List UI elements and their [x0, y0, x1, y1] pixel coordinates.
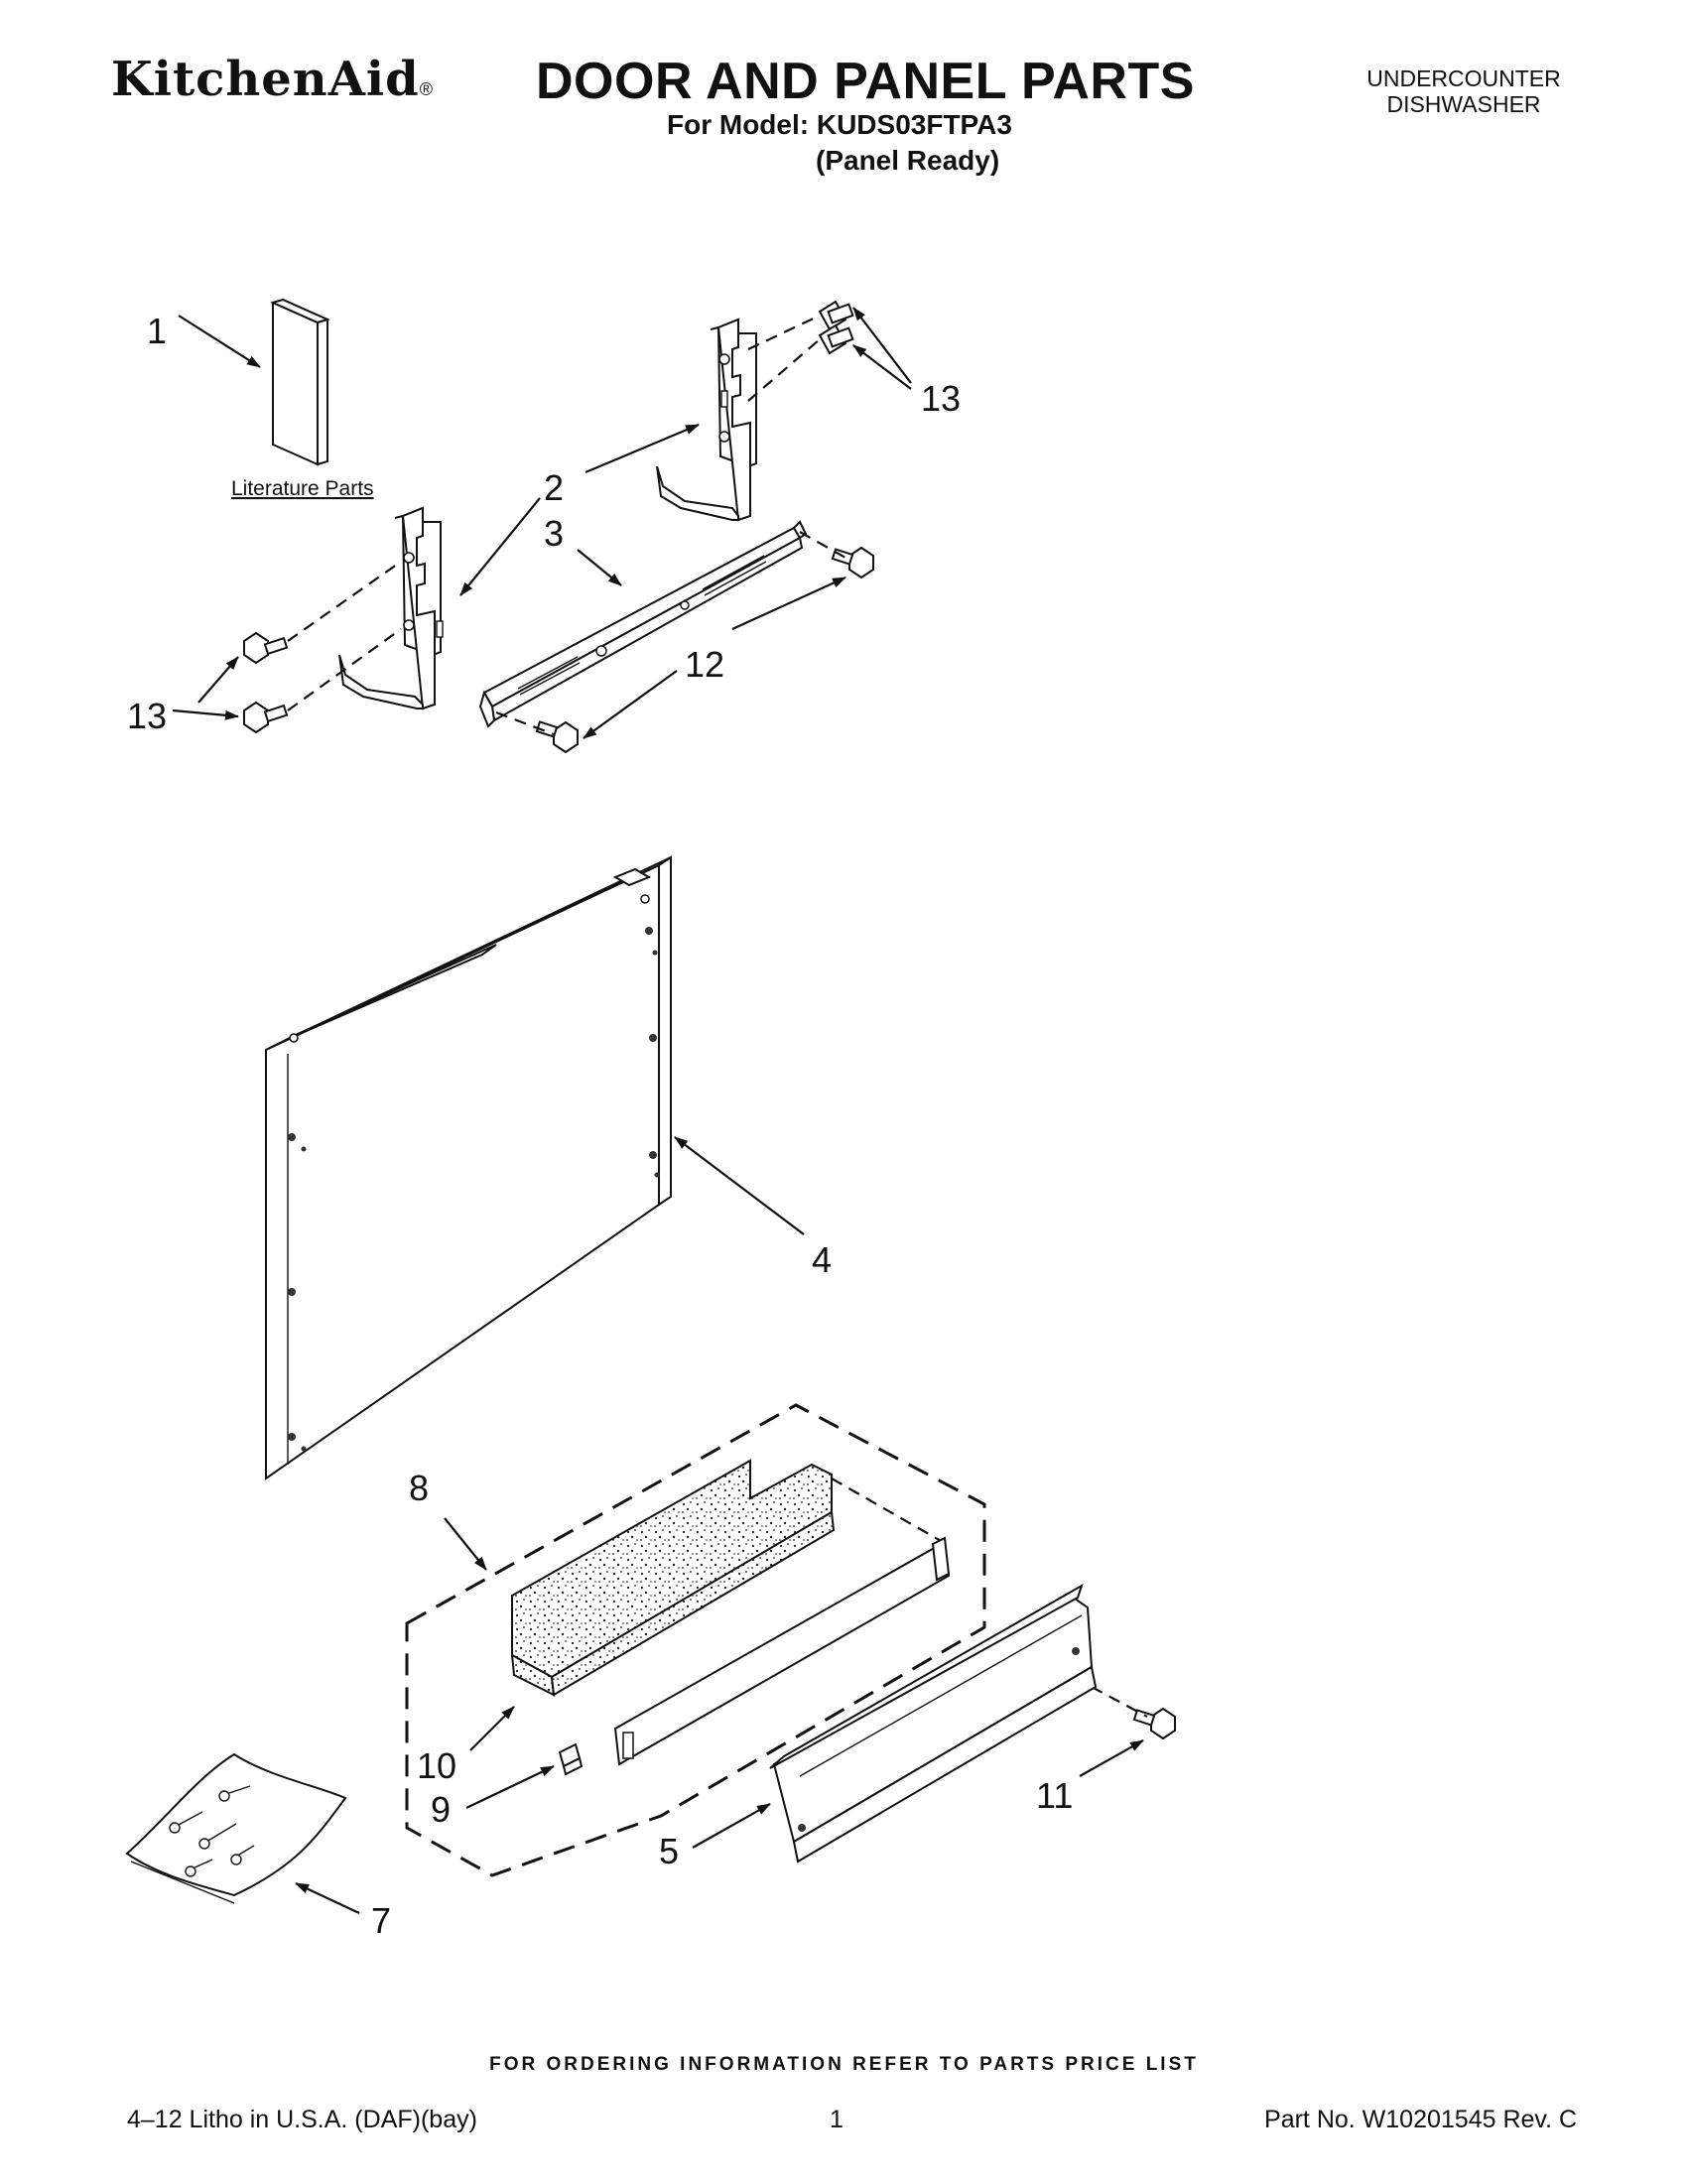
appliance-type: UNDERCOUNTER DISHWASHER [1330, 65, 1598, 117]
screw-12-left [535, 720, 579, 754]
literature-booklet [270, 298, 330, 466]
callout-12: 12 [685, 644, 724, 685]
registered-mark: ® [419, 79, 434, 99]
screw-12-right [831, 546, 874, 579]
hardware-bag [125, 1752, 347, 1904]
door-bracket-right [656, 318, 757, 522]
literature-parts-label: Literature Parts [231, 477, 374, 500]
callout-5: 5 [659, 1831, 679, 1871]
screw-13-mid [818, 323, 854, 355]
callout-4: 4 [812, 1239, 832, 1280]
callout-9: 9 [431, 1789, 451, 1830]
panel-clip [558, 1742, 584, 1776]
panel-strip [613, 1536, 951, 1766]
variant-label: (Panel Ready) [816, 145, 1000, 176]
brand-name: KitchenAid [111, 52, 420, 107]
foam-insulation [510, 1459, 944, 1697]
callout-10: 10 [417, 1745, 456, 1786]
callout-3: 3 [544, 513, 564, 554]
callout-11: 11 [1036, 1775, 1073, 1816]
callout-2: 2 [544, 467, 564, 508]
appliance-line-1: UNDERCOUNTER [1366, 65, 1561, 91]
door-bracket-left [338, 506, 444, 710]
page-number: 1 [830, 2106, 844, 2133]
door-panel [265, 855, 672, 1480]
appliance-line-2: DISHWASHER [1386, 91, 1541, 117]
callout-8: 8 [409, 1468, 429, 1508]
part-number: Part No. W10201545 Rev. C [1264, 2106, 1577, 2133]
screw-13-left-a [243, 631, 289, 665]
leader-arrows [172, 307, 1144, 1914]
ordering-note: FOR ORDERING INFORMATION REFER TO PARTS … [489, 2054, 1199, 2075]
litho-info: 4–12 Litho in U.S.A. (DAF)(bay) [127, 2106, 477, 2133]
model-line: For Model: KUDS03FTPA3 [667, 109, 1012, 140]
screw-13-left-b [243, 701, 289, 734]
callout-13-top: 13 [921, 378, 961, 419]
panel-kit-outline [405, 1403, 986, 1877]
page-title: DOOR AND PANEL PARTS [536, 53, 1195, 110]
callout-7: 7 [371, 1900, 391, 1941]
callout-1: 1 [147, 311, 167, 351]
screw-13-top [818, 300, 854, 331]
callout-13-left: 13 [127, 696, 167, 736]
screw-11 [1132, 1707, 1176, 1740]
mounting-rail [478, 520, 808, 728]
toe-panel [769, 1583, 1098, 1863]
screws [243, 300, 1176, 1740]
brand-logo: KitchenAid® [111, 52, 434, 107]
